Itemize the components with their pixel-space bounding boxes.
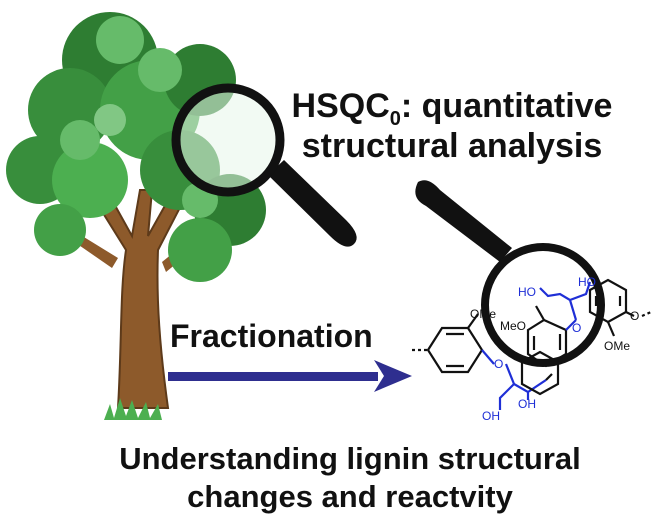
magnifier-icon-tree: [171, 83, 357, 247]
grass-icon: [104, 398, 162, 420]
magnifier-handle-tree: [268, 160, 357, 247]
hsqc-subscript: 0: [389, 107, 401, 130]
fractionation-label: Fractionation: [170, 318, 373, 354]
fractionation-arrow: [168, 360, 412, 392]
hsqc-heading-line2: structural analysis: [301, 127, 603, 165]
hsqc-prefix: HSQC: [291, 87, 390, 125]
aromatic-ring-lower: [520, 350, 560, 396]
tree-icon: [6, 12, 266, 420]
footer-line2: changes and reactvity: [187, 479, 513, 514]
label-oh-bottom-right: OH: [518, 397, 536, 411]
magnifier-lens-tree: [171, 83, 285, 197]
hsqc-heading: HSQC0: quantitative structural analysis: [262, 86, 642, 166]
label-ome-left: OMe: [470, 307, 496, 321]
magnifier-handle-molecule: [415, 180, 512, 262]
label-oh-bottom-left: OH: [482, 409, 500, 423]
footer-line1: Understanding lignin structural: [119, 441, 581, 476]
label-o-right: O: [630, 309, 639, 323]
label-ome-right: OMe: [604, 339, 630, 353]
label-o-left: O: [494, 357, 503, 371]
label-o-middle: O: [572, 321, 581, 335]
label-ho-top-right: HO: [578, 275, 596, 289]
hsqc-heading-line1: HSQC0: quantitative: [262, 86, 642, 129]
lignin-molecule: [412, 278, 651, 410]
hsqc-suffix: : quantitative: [400, 87, 613, 125]
molecule-label-group: OMe MeO OMe O O O HO HO OH OH: [470, 275, 639, 423]
label-ho-top-left: HO: [518, 285, 536, 299]
magnifier-lens-molecule: [481, 243, 605, 367]
label-meo-middle: MeO: [500, 319, 526, 333]
footer-caption: Understanding lignin structural changes …: [60, 440, 640, 516]
